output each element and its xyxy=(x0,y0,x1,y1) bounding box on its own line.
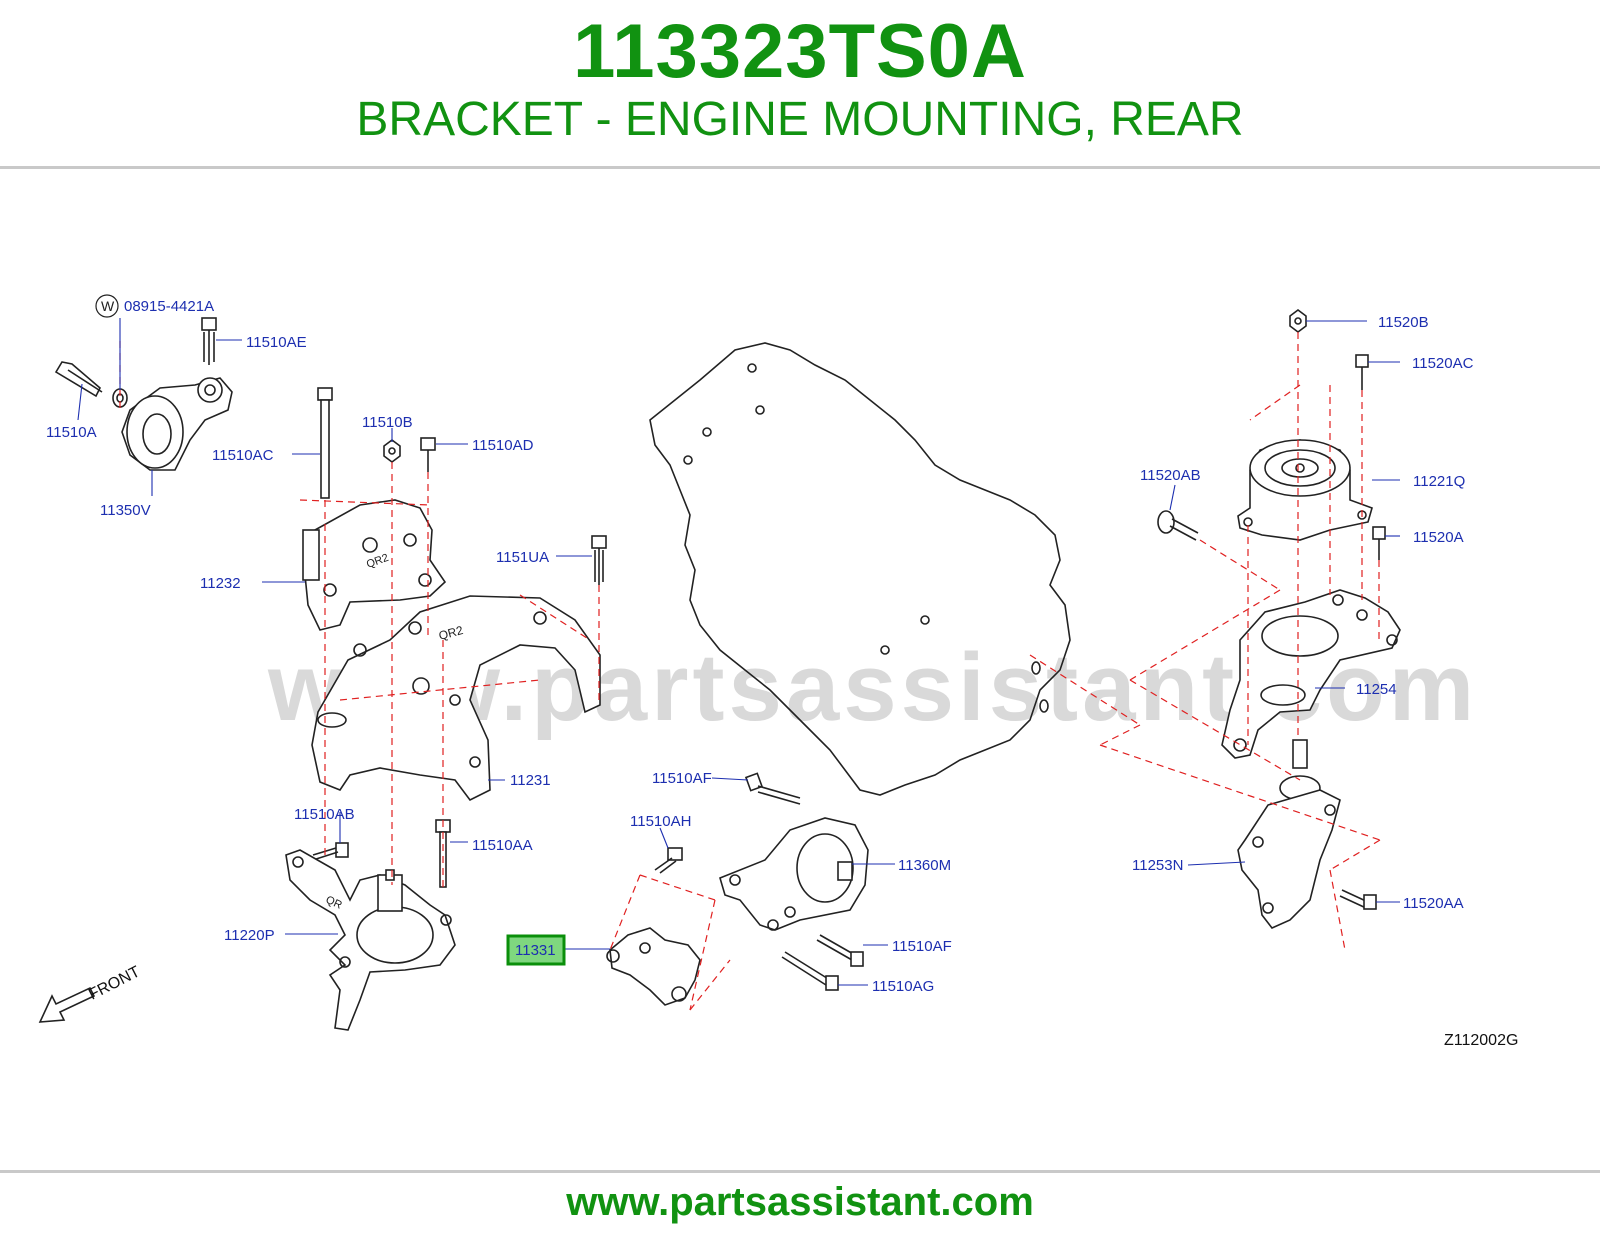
assembly-dash-lines xyxy=(119,332,1381,1011)
page-header: 113323TS0A BRACKET - ENGINE MOUNTING, RE… xyxy=(0,0,1600,168)
callout-11520A[interactable]: 11520A xyxy=(1413,529,1464,546)
callout-11520B[interactable]: 11520B xyxy=(1378,314,1429,331)
part-11331-bracket xyxy=(606,927,701,1006)
callout-11510AC[interactable]: 11510AC xyxy=(212,447,274,464)
callout-11510AF-top[interactable]: 11510AF xyxy=(652,770,712,787)
callout-11510AA[interactable]: 11510AA xyxy=(472,837,533,854)
front-arrow-icon xyxy=(38,986,96,1023)
bolt-11510AG xyxy=(781,951,839,991)
footer-divider xyxy=(0,1170,1600,1173)
callout-11254[interactable]: 11254 xyxy=(1356,681,1397,698)
callout-11510A[interactable]: 11510A xyxy=(46,424,97,441)
front-label: FRONT xyxy=(86,963,143,1003)
callout-11510AB[interactable]: 11510AB xyxy=(294,806,355,823)
part-11254-bracket xyxy=(1221,589,1401,759)
bolt-1151UA xyxy=(591,535,607,585)
callout-11520AC[interactable]: 11520AC xyxy=(1412,355,1474,372)
engine-outline xyxy=(649,342,1071,796)
part-11220P-mount: QR xyxy=(285,849,456,1031)
part-number-title: 113323TS0A xyxy=(573,9,1027,94)
footer-website-link[interactable]: www.partsassistant.com xyxy=(566,1180,1034,1224)
nut-11520B xyxy=(1289,309,1307,333)
callout-08915-4421A[interactable]: 08915-4421A xyxy=(124,298,214,315)
bolt-11510AE xyxy=(201,317,217,365)
callout-11253N[interactable]: 11253N xyxy=(1132,857,1183,874)
callout-11520AA[interactable]: 11520AA xyxy=(1403,895,1464,912)
part-11350V-mount xyxy=(121,377,233,471)
callout-11231[interactable]: 11231 xyxy=(510,772,551,789)
part-description: BRACKET - ENGINE MOUNTING, REAR xyxy=(356,93,1244,146)
bolt-11520AC xyxy=(1355,354,1369,390)
callout-11510AD[interactable]: 11510AD xyxy=(472,437,534,454)
nut-11510B xyxy=(383,439,401,463)
part-11231-bracket: QR2 xyxy=(311,595,601,802)
callout-11220P[interactable]: 11220P xyxy=(224,927,275,944)
bolt-11520AB xyxy=(1157,510,1199,541)
callout-11331-highlighted[interactable]: 11331 xyxy=(515,942,556,959)
callout-11221Q[interactable]: 11221Q xyxy=(1413,473,1465,490)
callout-11510B[interactable]: 11510B xyxy=(362,414,413,431)
bolt-11520AA xyxy=(1339,889,1377,910)
callout-11510AH[interactable]: 11510AH xyxy=(630,813,691,830)
part-11360M-mount xyxy=(719,817,869,931)
engine-bolt-holes xyxy=(683,363,1049,713)
part-11232-bracket: QR2 xyxy=(302,499,447,631)
callout-11510AE[interactable]: 11510AE xyxy=(246,334,307,351)
svg-text:QR2: QR2 xyxy=(437,623,465,643)
bolt-11510AH xyxy=(654,847,683,874)
bolt-11510AD xyxy=(420,437,436,472)
bolt-11520A xyxy=(1372,526,1386,560)
leader-lines xyxy=(77,318,1400,986)
callout-11232[interactable]: 11232 xyxy=(200,575,241,592)
bolt-11510AF-bottom xyxy=(816,934,864,967)
header-divider xyxy=(0,166,1600,169)
bolt-11510AC xyxy=(317,387,333,499)
callout-11360M[interactable]: 11360M xyxy=(898,857,951,874)
highlighted-part-box xyxy=(506,934,566,966)
bolt-11510AF-top xyxy=(744,772,801,805)
callout-11510AF-bottom[interactable]: 11510AF xyxy=(892,938,952,955)
bolt-11510AB xyxy=(312,842,349,861)
callout-11510AG[interactable]: 11510AG xyxy=(872,978,934,995)
callout-11350V[interactable]: 11350V xyxy=(100,502,151,519)
part-11253N-bracket xyxy=(1237,739,1341,929)
washer-w-symbol-icon: W xyxy=(95,294,119,318)
svg-text:W: W xyxy=(101,298,115,314)
part-11221Q-mount xyxy=(1237,439,1373,541)
callout-11520AB[interactable]: 11520AB xyxy=(1140,467,1201,484)
callout-1151UA[interactable]: 1151UA xyxy=(496,549,549,566)
figure-code: Z112002G xyxy=(1444,1032,1518,1049)
bolt-11510AA xyxy=(435,819,451,888)
bolt-11510A xyxy=(54,361,103,398)
